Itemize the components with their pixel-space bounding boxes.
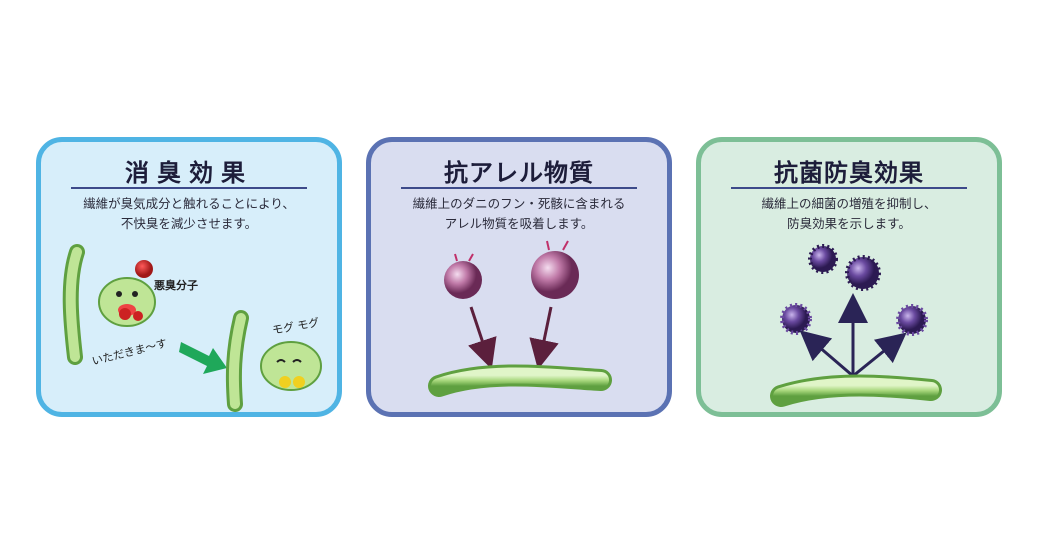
description-line: アレル物質を吸着します。 [444, 216, 594, 231]
bacteria-cluster [780, 244, 928, 336]
adsorption-arrow [529, 306, 559, 370]
panel-description: 繊維上のダニのフン・死骸に含まれる アレル物質を吸着します。 [371, 194, 667, 234]
antibacterial-illustration [770, 244, 942, 407]
repel-arrow [799, 330, 854, 378]
panel-title: 抗アレル物質 [444, 159, 594, 187]
anti-allergen-illustration [428, 240, 612, 397]
description-line: 防臭効果を示します。 [787, 216, 911, 231]
deodorizing-illustration: 悪臭分子 いただきま～す モグ モグ [62, 244, 322, 412]
description-line: 繊維上の細菌の増殖を抑制し、 [761, 196, 937, 211]
antibacterial-panel: 抗菌防臭効果 繊維上の細菌の増殖を抑制し、 防臭効果を示します。 [696, 137, 1002, 417]
panel-title: 抗菌防臭効果 [774, 159, 924, 187]
description-line: 不快臭を減少させます。 [120, 216, 258, 231]
transition-arrow [179, 342, 227, 374]
repel-arrow [852, 332, 907, 378]
deodorizing-effect-panel: 消臭効果 繊維が臭気成分と触れることにより、 不快臭を減少させます。 悪臭分子 … [36, 137, 342, 417]
anti-allergen-panel: 抗アレル物質 繊維上のダニのフン・死骸に含まれる アレル物質を吸着します。 [366, 137, 672, 417]
panel-title: 消臭効果 [125, 159, 253, 187]
odor-molecule-label: 悪臭分子 [154, 278, 198, 292]
title-divider [71, 187, 307, 189]
description-line: 繊維が臭気成分と触れることにより、 [83, 196, 295, 211]
allergen-particle [531, 251, 579, 299]
adsorption-arrow [468, 306, 497, 370]
eating-caption: いただきま～す [91, 337, 169, 368]
odor-molecule [135, 260, 153, 278]
panel-description: 繊維上の細菌の増殖を抑制し、 防臭効果を示します。 [701, 194, 997, 234]
allergen-particle [444, 261, 482, 299]
chewing-caption: モグ モグ [271, 315, 320, 337]
title-divider [401, 187, 637, 189]
title-divider [731, 187, 967, 189]
fiber-creature-right [260, 341, 322, 391]
description-line: 繊維上のダニのフン・死骸に含まれる [412, 196, 626, 211]
panel-description: 繊維が臭気成分と触れることにより、 不快臭を減少させます。 [41, 194, 337, 234]
